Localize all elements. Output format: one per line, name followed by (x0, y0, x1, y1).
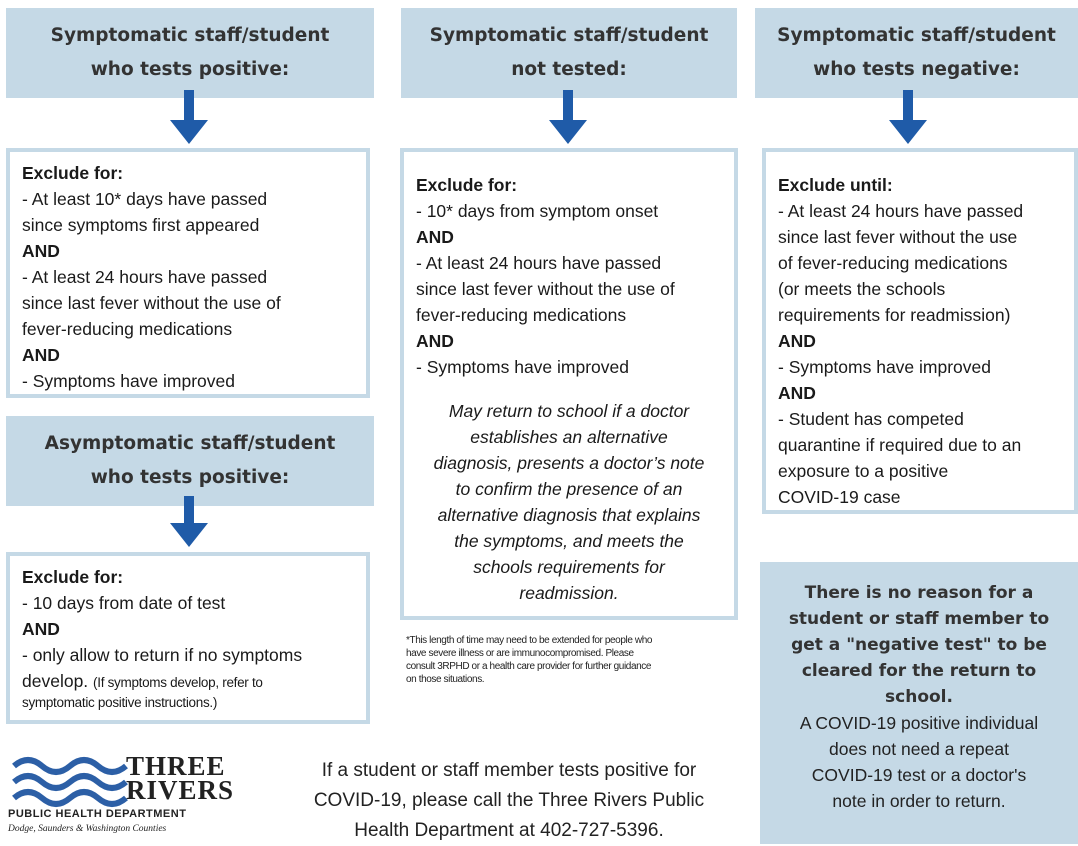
doctor-note-text: May return to school if a doctor establis… (416, 398, 722, 606)
logo-department: PUBLIC HEALTH DEPARTMENT (8, 808, 187, 820)
doctor-note-line: to confirm the presence of an (455, 479, 683, 499)
list-item: exposure to a positive (778, 461, 949, 481)
box-title: Exclude for: (22, 567, 124, 587)
list-item: quarantine if required due to an (778, 435, 1022, 455)
header-symptomatic-negative: Symptomatic staff/student who tests nega… (755, 8, 1078, 98)
box-title: Exclude for: (22, 163, 124, 183)
logo-rivers: RIVERS (126, 775, 235, 805)
doctor-note-line: alternative diagnosis that explains (437, 505, 701, 525)
doctor-note-line: establishes an alternative (470, 427, 668, 447)
doctor-note-line: schools requirements for (473, 557, 665, 577)
and-label: AND (22, 241, 60, 261)
doctor-note-line: readmission. (519, 583, 619, 603)
down-arrow-icon (549, 90, 587, 144)
callout-line: does not need a repeat (828, 739, 1009, 759)
header-line: who tests positive: (90, 59, 290, 80)
river-waves-icon (12, 757, 128, 807)
three-rivers-logo: THREE RIVERS PUBLIC HEALTH DEPARTMENT Do… (8, 752, 240, 842)
list-item: since last fever without the use of (416, 279, 675, 299)
header-line: Symptomatic staff/student (777, 25, 1056, 46)
list-item: fever-reducing medications (416, 305, 627, 325)
list-item: - 10* days from symptom onset (416, 201, 659, 221)
logo-three: THREE (126, 751, 226, 781)
exclude-box-not-tested: Exclude for: - 10* days from symptom ons… (400, 148, 738, 620)
header-line: not tested: (511, 59, 627, 80)
list-item: - Symptoms have improved (416, 357, 629, 377)
header-symptomatic-positive: Symptomatic staff/student who tests posi… (6, 8, 374, 98)
header-line: Symptomatic staff/student (50, 25, 330, 46)
list-item: - At least 24 hours have passed (416, 253, 662, 273)
negative-test-callout: There is no reason for a student or staff… (760, 562, 1078, 844)
list-item: COVID-19 case (778, 487, 901, 507)
and-label: AND (416, 227, 454, 247)
contact-line: COVID-19, please call the Three Rivers P… (313, 790, 705, 811)
box-title: Exclude until: (778, 175, 893, 195)
note-text: (If symptoms develop, refer to (93, 675, 263, 690)
list-item: requirements for readmission) (778, 305, 1011, 325)
header-not-tested: Symptomatic staff/student not tested: (401, 8, 737, 98)
box-title: Exclude for: (416, 175, 518, 195)
footnote-line: *This length of time may need to be exte… (406, 635, 653, 646)
list-item: since symptoms first appeared (22, 215, 260, 235)
doctor-note-line: the symptoms, and meets the (454, 531, 684, 551)
callout-bold-line: get a "negative test" to be (791, 635, 1047, 655)
footnote-line: consult 3RPHD or a health care provider … (406, 661, 652, 672)
list-item: - Student has competed (778, 409, 964, 429)
and-label: AND (22, 345, 60, 365)
list-item: - At least 24 hours have passed (778, 201, 1024, 221)
callout-bold-text: There is no reason for a student or staff… (770, 580, 1068, 710)
down-arrow-icon (170, 496, 208, 547)
contact-line: Health Department at 402-727-5396. (354, 820, 664, 841)
footnote-line: on those situations. (406, 674, 485, 685)
doctor-note-line: diagnosis, presents a doctor’s note (433, 453, 705, 473)
callout-text: A COVID-19 positive individual does not n… (770, 710, 1068, 814)
list-item: of fever-reducing medications (778, 253, 1008, 273)
list-item: - At least 24 hours have passed (22, 267, 268, 287)
list-item: develop. (If symptoms develop, refer to (22, 668, 354, 694)
and-label: AND (416, 331, 454, 351)
and-label: AND (22, 619, 60, 639)
footnote: *This length of time may need to be exte… (406, 634, 736, 686)
note-text: symptomatic positive instructions.) (22, 695, 218, 710)
down-arrow-icon (170, 90, 208, 144)
list-item: - Symptoms have improved (778, 357, 991, 377)
header-line: Asymptomatic staff/student (44, 433, 336, 454)
exclusion-list: - At least 24 hours have passed since las… (778, 198, 1062, 510)
header-asymptomatic-positive: Asymptomatic staff/student who tests pos… (6, 416, 374, 506)
list-item: - 10 days from date of test (22, 593, 226, 613)
list-item: - only allow to return if no symptoms (22, 645, 303, 665)
callout-bold-line: cleared for the return to (801, 661, 1037, 681)
contact-message: If a student or staff member tests posit… (268, 756, 750, 846)
list-item: - Symptoms have improved (22, 371, 235, 391)
header-line: Symptomatic staff/student (429, 25, 709, 46)
header-line: who tests negative: (813, 59, 1020, 80)
logo-counties: Dodge, Saunders & Washington Counties (8, 824, 167, 834)
exclude-box-negative: Exclude until: - At least 24 hours have … (762, 148, 1078, 514)
list-item: fever-reducing medications (22, 319, 233, 339)
callout-line: A COVID-19 positive individual (799, 713, 1039, 733)
list-item-text: develop. (22, 671, 89, 691)
and-label: AND (778, 331, 816, 351)
exclusion-list: - At least 10* days have passed since sym… (22, 186, 354, 394)
list-item: since last fever without the use (778, 227, 1018, 247)
down-arrow-icon (889, 90, 927, 144)
list-item: since last fever without the use of (22, 293, 281, 313)
exclude-box-symptomatic-positive: Exclude for: - At least 10* days have pa… (6, 148, 370, 398)
exclude-box-asymptomatic: Exclude for: - 10 days from date of test… (6, 552, 370, 724)
list-item: - At least 10* days have passed (22, 189, 268, 209)
callout-bold-line: school. (885, 687, 953, 707)
contact-line: If a student or staff member tests posit… (321, 760, 697, 781)
callout-line: note in order to return. (832, 791, 1006, 811)
callout-bold-line: There is no reason for a (804, 583, 1034, 603)
doctor-note-line: May return to school if a doctor (448, 401, 690, 421)
list-item: (or meets the schools (778, 279, 946, 299)
callout-line: COVID-19 test or a doctor's (811, 765, 1027, 785)
and-label: AND (778, 383, 816, 403)
callout-bold-line: student or staff member to (788, 609, 1050, 629)
header-line: who tests positive: (90, 467, 290, 488)
footnote-line: have severe illness or are immunocomprom… (406, 648, 634, 659)
